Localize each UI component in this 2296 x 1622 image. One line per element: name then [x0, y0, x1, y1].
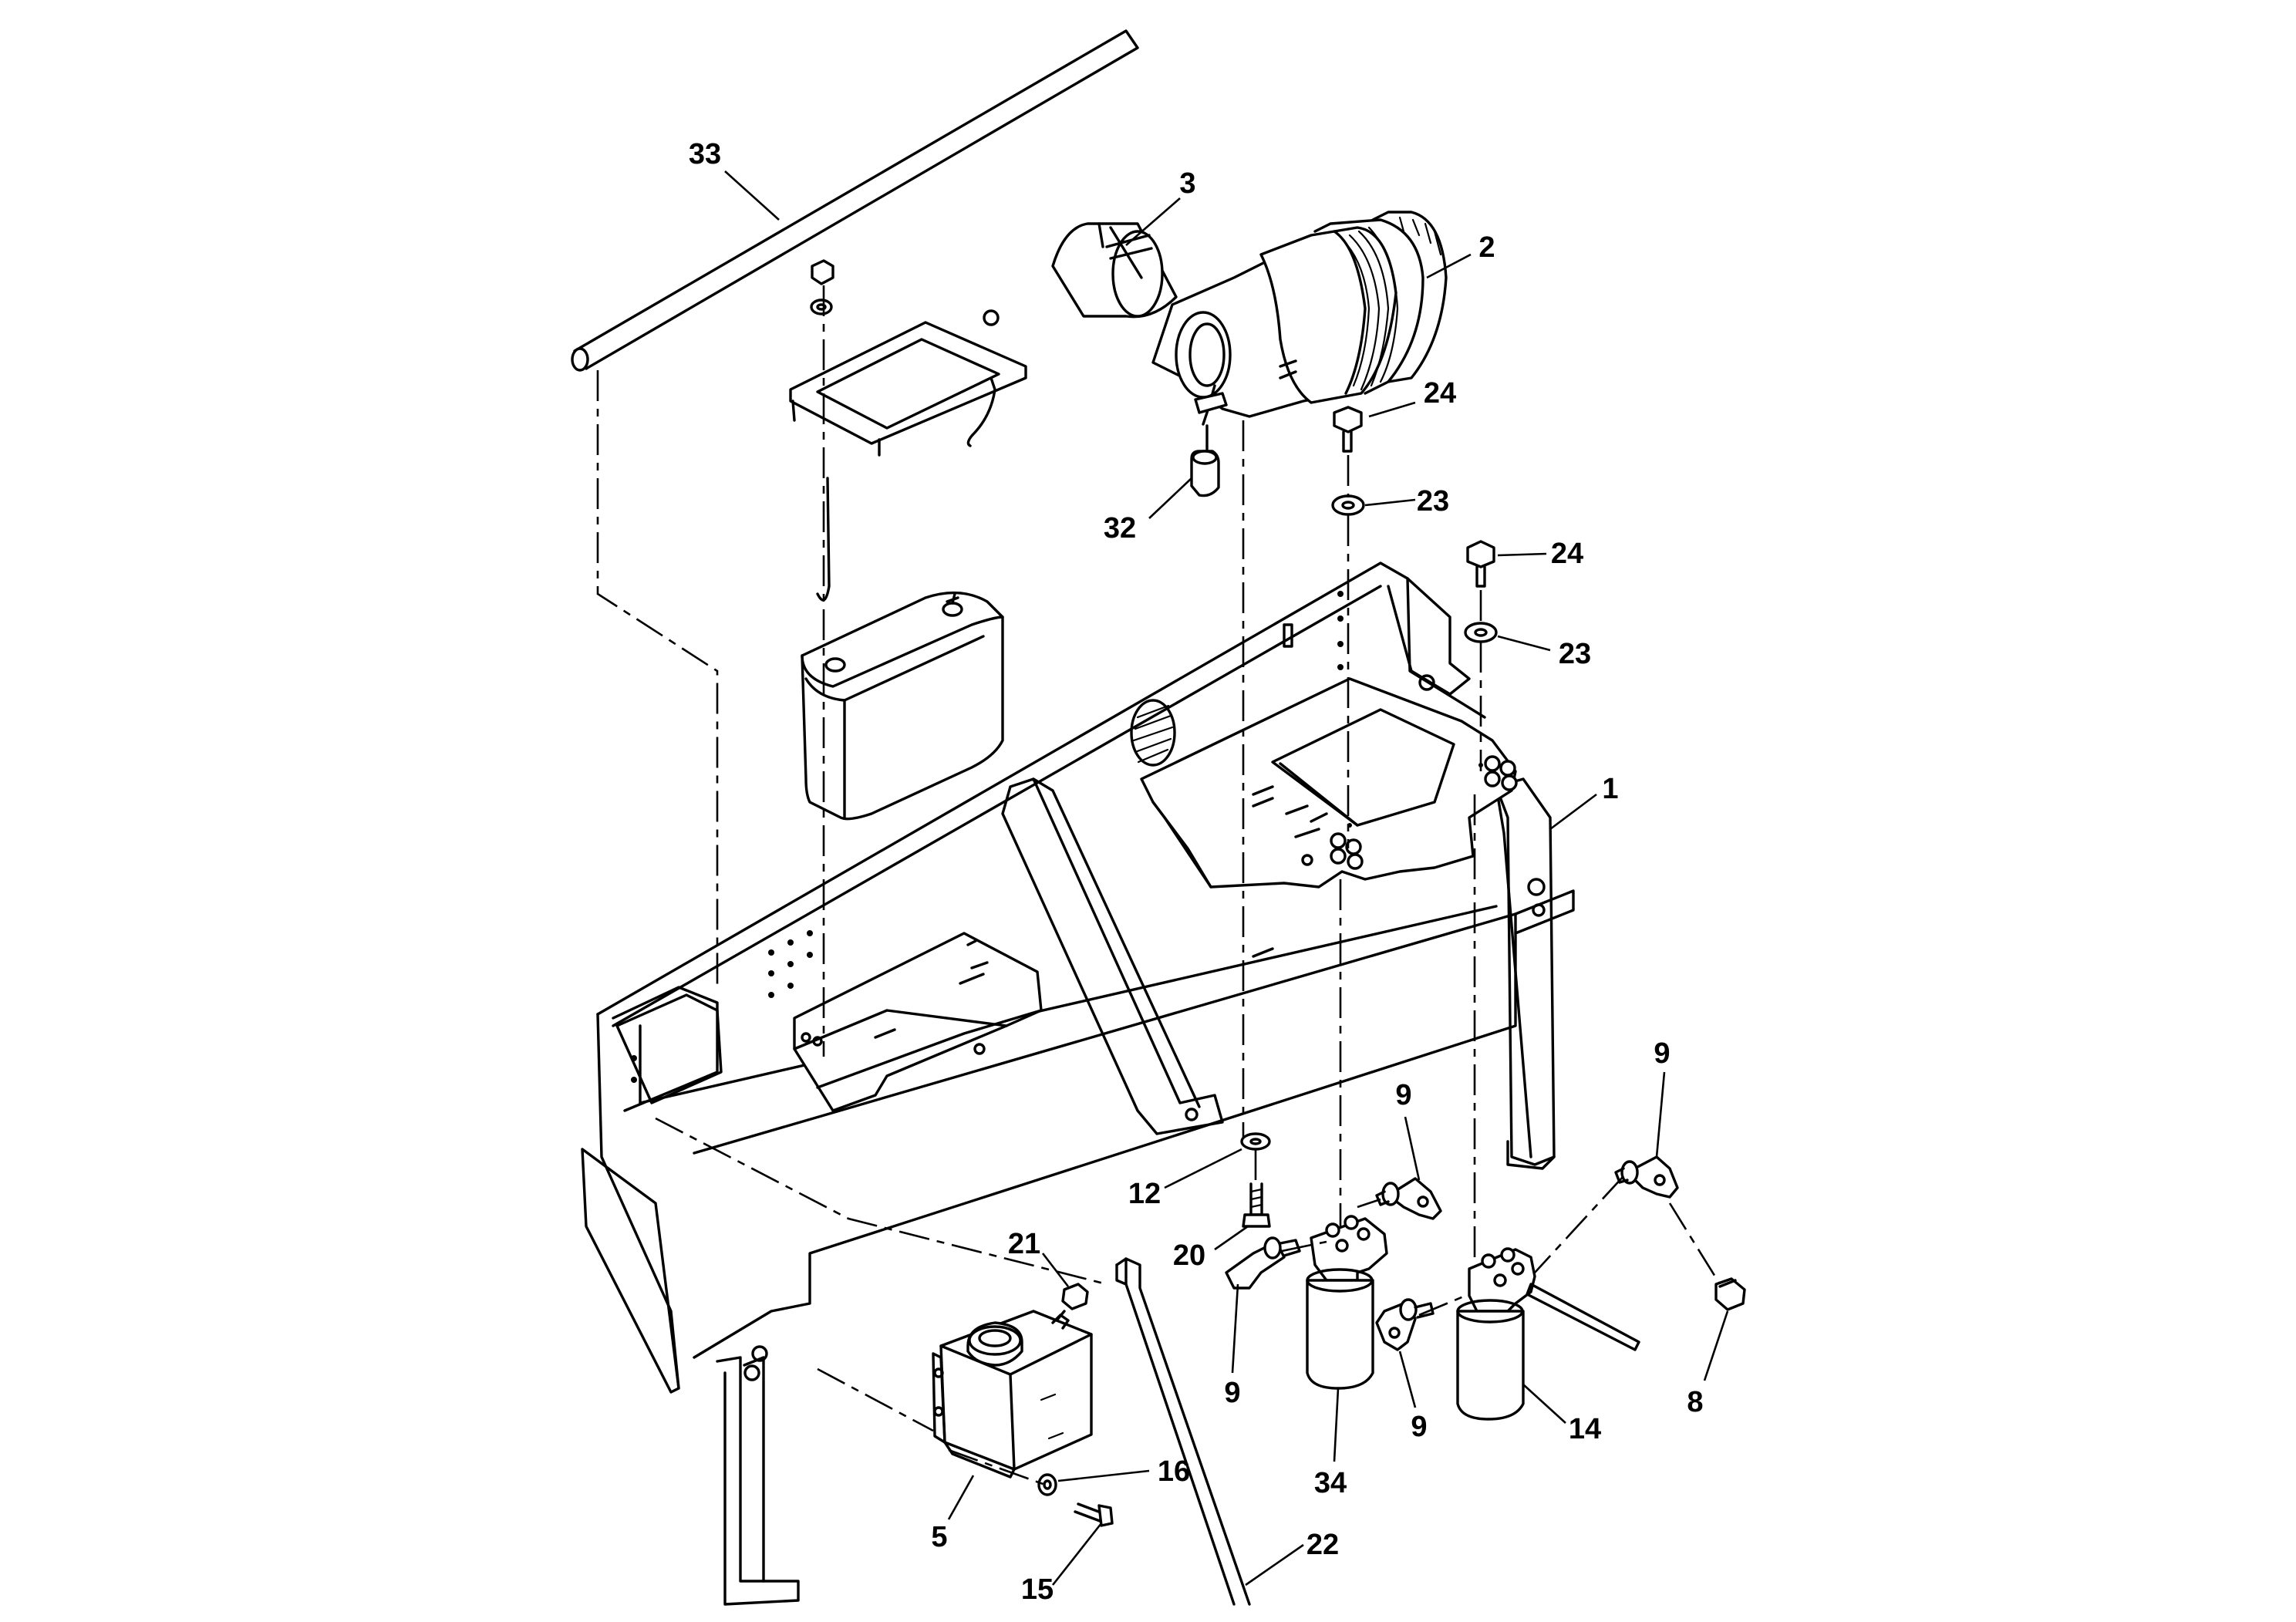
filter-34 [1306, 1215, 1388, 1390]
bolt-20 [1242, 1182, 1271, 1228]
callout-21: 21 [1008, 1228, 1040, 1260]
callout-3: 3 [1179, 167, 1195, 200]
elbow-fitting-9-left [1225, 1236, 1301, 1290]
callout-22: 22 [1306, 1529, 1339, 1561]
callout-23-right: 23 [1559, 638, 1591, 670]
callout-9-right: 9 [1654, 1037, 1670, 1070]
main-frame-1 [581, 561, 1575, 1606]
callout-16: 16 [1158, 1455, 1190, 1488]
callout-14: 14 [1569, 1413, 1601, 1445]
washer-12 [1240, 1132, 1271, 1151]
callout-9-left: 9 [1224, 1377, 1240, 1409]
filter-14 [1456, 1247, 1640, 1421]
callout-24-right: 24 [1551, 538, 1583, 570]
callout-20: 20 [1173, 1239, 1205, 1272]
elbow-fitting-9-mid [1375, 1298, 1435, 1351]
callout-33: 33 [689, 138, 721, 170]
elbow-fitting-9-right [1614, 1155, 1679, 1199]
callouts: 33 3 2 24 23 32 24 23 1 9 9 12 20 21 9 3… [689, 138, 1704, 1606]
callout-24-upper: 24 [1424, 377, 1456, 410]
washer-23-right [1464, 622, 1498, 643]
leader-lines [724, 170, 1729, 1587]
callout-12: 12 [1128, 1178, 1161, 1210]
washer-23-upper [1331, 494, 1365, 516]
elbow-fitting-9-upper [1375, 1177, 1442, 1220]
callout-8: 8 [1687, 1386, 1703, 1418]
washer-16 [1037, 1473, 1057, 1496]
rod-33 [571, 29, 1139, 372]
clamp-3 [1105, 234, 1153, 260]
callout-9-upper: 9 [1395, 1079, 1411, 1111]
air-cleaner-2 [1051, 211, 1448, 426]
callout-9-mid: 9 [1411, 1411, 1427, 1443]
bolt-24-right [1466, 540, 1495, 588]
callout-23-upper: 23 [1417, 485, 1449, 518]
bolt-24-upper [1333, 406, 1363, 453]
callout-5: 5 [931, 1521, 947, 1553]
reservoir-5 [932, 1310, 1093, 1479]
battery-hold-down [789, 259, 1027, 602]
callout-15: 15 [1021, 1573, 1054, 1606]
hose-22 [1115, 1257, 1251, 1606]
callout-32: 32 [1104, 512, 1136, 545]
plug-8 [1714, 1277, 1746, 1311]
callout-1: 1 [1602, 773, 1618, 805]
bolt-15 [1074, 1502, 1114, 1527]
battery [801, 591, 1004, 821]
fitting-21 [1055, 1283, 1089, 1322]
callout-34: 34 [1314, 1467, 1347, 1499]
assembly-lines [596, 285, 1721, 1486]
callout-2: 2 [1478, 231, 1495, 264]
dust-valve-32 [1190, 424, 1220, 497]
